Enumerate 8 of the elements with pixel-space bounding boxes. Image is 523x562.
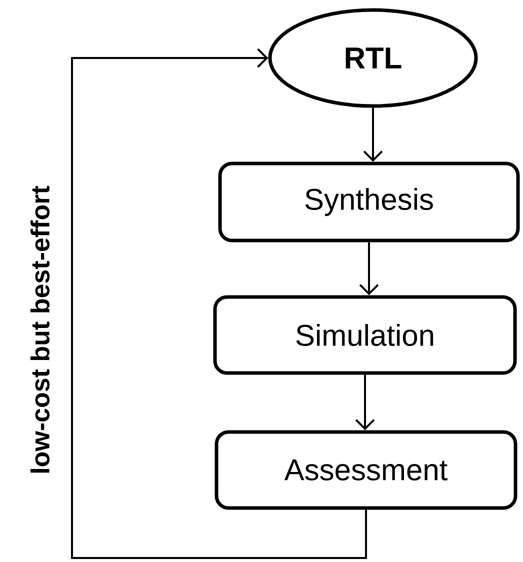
process-box: Synthesis: [218, 162, 520, 242]
arrow: [355, 374, 375, 430]
process-box: Assessment: [214, 430, 518, 510]
arrow: [71, 48, 367, 559]
edge-label: low-cost but best-effort: [29, 184, 51, 476]
arrow: [359, 242, 379, 296]
process-box: Simulation: [213, 295, 517, 375]
arrow: [363, 108, 383, 162]
